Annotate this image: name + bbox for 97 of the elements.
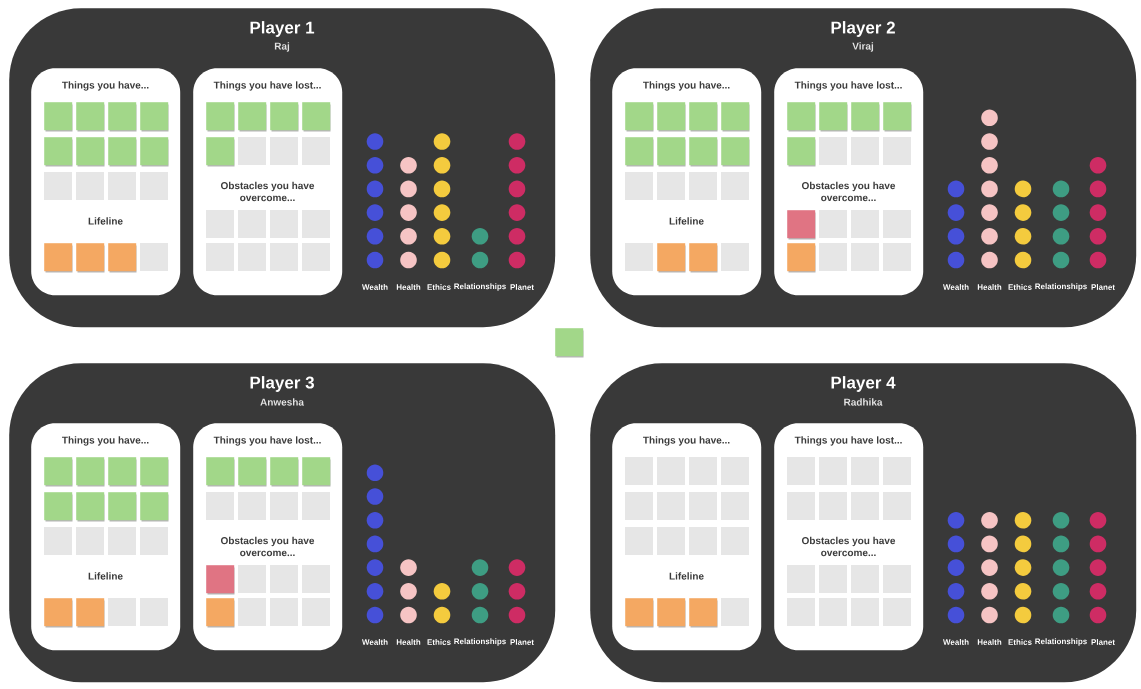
sticky-note (555, 328, 584, 358)
sticky-note (140, 137, 169, 167)
player-title: Player 2 (831, 21, 895, 37)
category-label: Health (396, 639, 421, 645)
section-heading: Things you have lost... (213, 436, 321, 446)
sticky-note (657, 598, 686, 628)
sticky-note (302, 457, 331, 487)
sticky-note (206, 565, 235, 595)
player-title: Player 1 (250, 21, 315, 37)
category-label: Ethics (1008, 639, 1032, 645)
sticky-note (44, 102, 73, 132)
section-heading: Obstacles you have overcome... (220, 536, 315, 557)
category-label: Planet (510, 284, 534, 290)
sticky-note (108, 243, 137, 273)
sticky-note (787, 210, 816, 240)
sticky-note (657, 102, 686, 132)
sticky-note (787, 243, 816, 273)
sticky-note (625, 102, 654, 132)
sticky-note (787, 137, 816, 167)
section-heading: Things you have... (643, 436, 730, 446)
section-heading: Lifeline (88, 572, 123, 580)
sticky-note (44, 598, 73, 628)
sticky-note (108, 137, 137, 167)
sticky-note (625, 598, 654, 628)
sticky-note (270, 102, 299, 132)
player-name: Viraj (852, 42, 874, 52)
sticky-note (44, 243, 73, 273)
category-label: Relationships (1035, 283, 1087, 291)
section-heading: Obstacles you have overcome... (220, 181, 315, 202)
category-label: Ethics (427, 284, 451, 290)
sticky-note (689, 102, 718, 132)
player-name: Radhika (844, 398, 883, 406)
sticky-note (44, 137, 73, 167)
section-heading: Lifeline (669, 217, 704, 225)
section-heading: Things you have... (62, 436, 149, 446)
sticky-note (140, 457, 169, 487)
section-heading: Things you have lost... (213, 81, 321, 91)
sticky-note (76, 102, 105, 132)
sticky-note (108, 492, 137, 522)
sticky-note (108, 102, 137, 132)
sticky-note (657, 137, 686, 167)
sticky-note (302, 102, 331, 132)
sticky-note (883, 102, 912, 132)
sticky-note (76, 598, 105, 628)
category-label: Planet (510, 639, 534, 645)
category-label: Wealth (942, 639, 969, 645)
category-label: Relationships (454, 283, 506, 291)
sticky-note (721, 137, 750, 167)
sticky-note (270, 457, 299, 487)
sticky-note (140, 492, 169, 522)
section-heading: Things you have lost... (794, 436, 902, 446)
sticky-note (206, 457, 235, 487)
category-label: Relationships (1035, 638, 1087, 646)
player-name: Raj (274, 42, 290, 52)
sticky-note (76, 457, 105, 487)
sticky-note (238, 457, 267, 487)
category-label: Wealth (361, 284, 388, 290)
sticky-note (206, 102, 235, 132)
sticky-note (76, 243, 105, 273)
section-heading: Lifeline (88, 217, 123, 225)
category-label: Wealth (361, 639, 388, 645)
sticky-note (787, 102, 816, 132)
sticky-note (206, 137, 235, 167)
sticky-note (44, 457, 73, 487)
section-heading: Obstacles you have overcome... (801, 536, 896, 557)
section-heading: Obstacles you have overcome... (801, 181, 896, 202)
sticky-note (238, 102, 267, 132)
category-label: Relationships (454, 638, 506, 646)
sticky-note (721, 102, 750, 132)
sticky-note (76, 492, 105, 522)
category-label: Wealth (942, 284, 969, 290)
category-label: Planet (1091, 639, 1115, 645)
sticky-note (108, 457, 137, 487)
category-label: Health (396, 284, 421, 290)
category-label: Ethics (427, 639, 451, 645)
sticky-note (689, 137, 718, 167)
sticky-note (689, 598, 718, 628)
sticky-note (44, 492, 73, 522)
section-heading: Things you have lost... (794, 81, 902, 91)
player-title: Player 4 (831, 376, 896, 392)
section-heading: Things you have... (643, 81, 730, 91)
player-title: Player 3 (250, 376, 314, 392)
player-name: Anwesha (260, 398, 304, 406)
sticky-note (851, 102, 880, 132)
category-label: Ethics (1008, 284, 1032, 290)
section-heading: Things you have... (62, 81, 149, 91)
sticky-note (140, 102, 169, 132)
category-label: Health (977, 639, 1002, 645)
sticky-note (689, 243, 718, 273)
sticky-note (625, 137, 654, 167)
sticky-note (657, 243, 686, 273)
sticky-note (206, 598, 235, 628)
category-label: Health (977, 284, 1002, 290)
category-label: Planet (1091, 284, 1115, 290)
section-heading: Lifeline (669, 572, 704, 580)
sticky-note (819, 102, 848, 132)
sticky-note (76, 137, 105, 167)
